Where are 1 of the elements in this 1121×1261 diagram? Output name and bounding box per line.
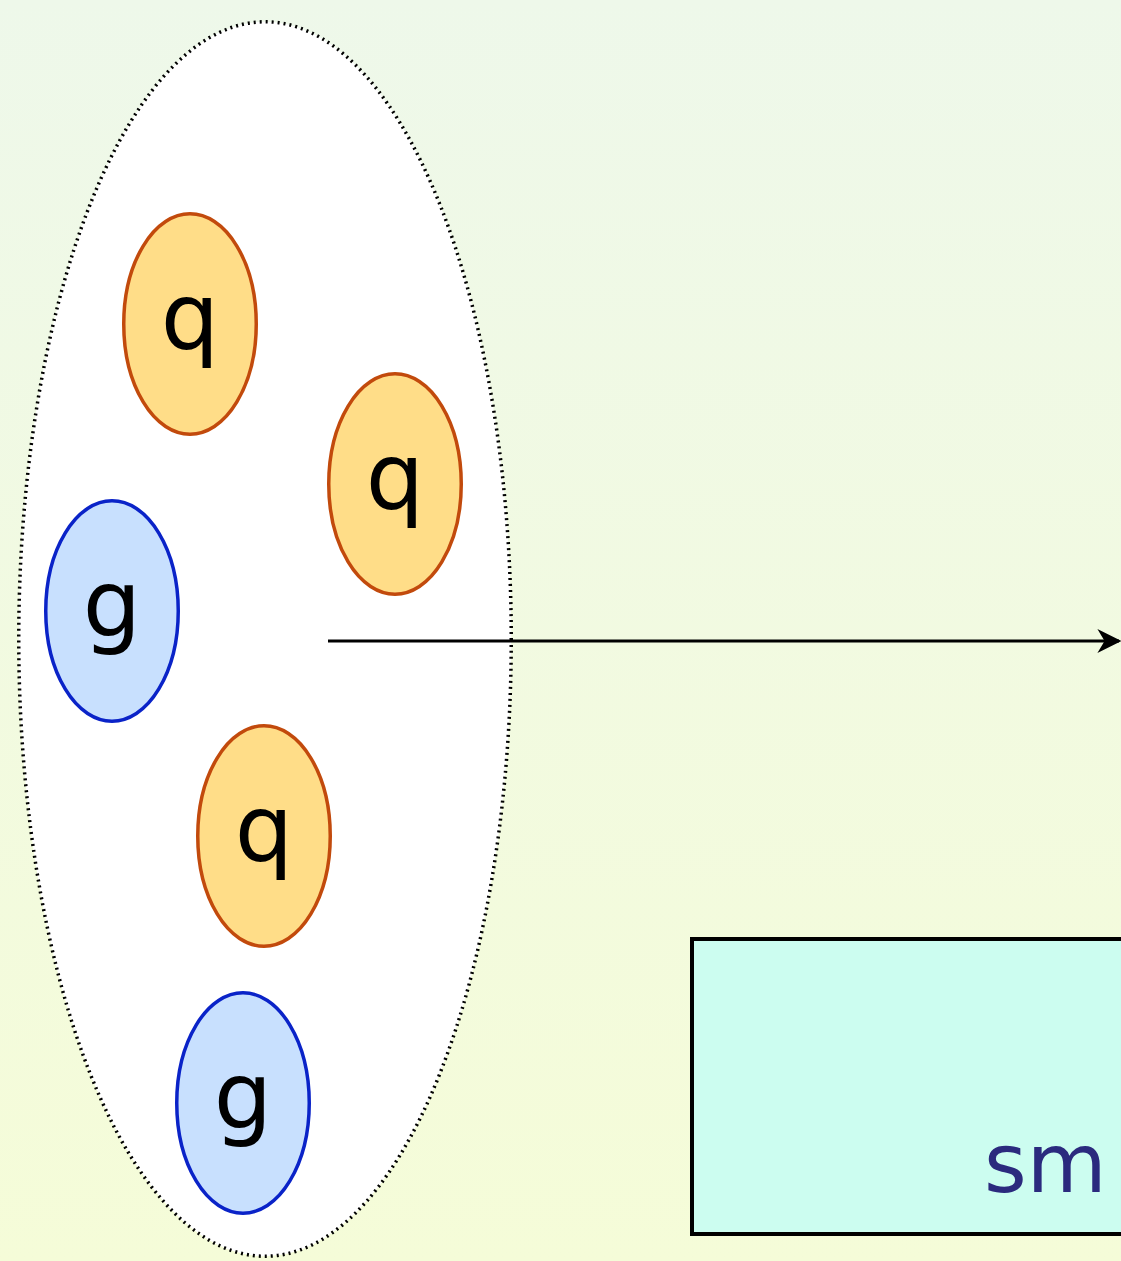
box-label: sm bbox=[984, 1123, 1107, 1205]
